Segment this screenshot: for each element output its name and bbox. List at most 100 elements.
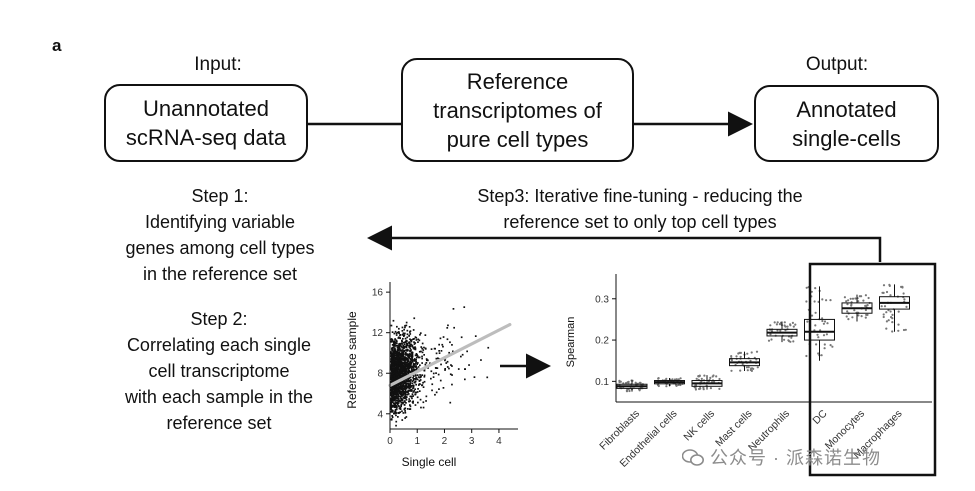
scatter-point	[407, 382, 410, 385]
scatter-point	[419, 374, 421, 376]
scatter-point	[422, 349, 425, 351]
boxplot-jitter-point	[790, 336, 793, 339]
scatter-point	[390, 407, 392, 410]
scatter-point	[409, 404, 411, 406]
scatter-point	[432, 376, 435, 378]
boxplot-jitter-point	[882, 313, 885, 316]
scatter-point	[410, 355, 413, 358]
scatter-point	[423, 346, 425, 349]
scatter-point	[401, 362, 404, 364]
boxplot-box	[654, 377, 685, 388]
scatter-point	[404, 366, 407, 369]
scatter-point	[396, 340, 398, 343]
scatter-point	[395, 361, 397, 364]
scatter-point	[404, 410, 406, 412]
scatter-point	[401, 390, 404, 393]
scatter-point	[403, 361, 406, 364]
scatter-point	[394, 376, 397, 379]
boxplot-jitter-point	[846, 310, 849, 313]
scatter-point	[395, 408, 398, 411]
scatter-point	[437, 373, 440, 376]
scatter-point	[400, 382, 402, 385]
scatter-point	[415, 337, 418, 339]
scatter-point	[413, 389, 415, 392]
boxplot-boxes	[616, 283, 910, 393]
scatter-point	[396, 406, 398, 408]
scatter-point	[394, 374, 397, 377]
boxplot-jitter-point	[902, 328, 906, 332]
scatter-point	[431, 389, 433, 392]
scatter-point	[414, 404, 417, 406]
scatter-point	[401, 367, 404, 370]
scatter-point	[394, 399, 396, 402]
scatter-point	[401, 395, 403, 397]
scatter-point	[474, 335, 477, 337]
boxplot-jitter-point	[887, 319, 890, 322]
scatter-point	[399, 357, 401, 360]
scatter-point	[404, 363, 406, 365]
scatter-point	[397, 404, 400, 407]
boxplot-jitter-point	[805, 354, 808, 358]
boxplot-jitter-point	[817, 352, 820, 355]
scatter-point	[421, 374, 423, 376]
scatter-point	[413, 358, 416, 360]
output-box: Annotated single-cells	[754, 85, 939, 162]
boxplot-jitter-point	[897, 323, 900, 326]
boxplot-jitter-point	[826, 322, 829, 325]
scatter-point	[402, 412, 405, 414]
scatter-point	[396, 359, 399, 362]
scatter-point	[411, 366, 413, 368]
scatter-point	[397, 374, 400, 377]
boxplot-jitter-point	[857, 314, 860, 317]
scatter-point	[393, 356, 395, 359]
scatter-point	[404, 395, 406, 397]
scatter-point	[401, 353, 404, 355]
scatter-point	[396, 401, 399, 404]
scatter-point	[423, 354, 425, 356]
scatter-point	[402, 332, 405, 335]
scatter-point	[398, 360, 400, 363]
scatter-point	[404, 381, 407, 383]
scatter-point	[392, 363, 395, 366]
scatter-point	[408, 365, 410, 368]
scatter-point	[400, 353, 402, 355]
scatter-point	[409, 353, 412, 356]
boxplot-box	[616, 379, 648, 393]
scatter-point	[401, 374, 403, 377]
scatter-point	[409, 366, 412, 368]
scatter-point	[396, 389, 399, 392]
boxplot-jitter-point	[864, 316, 867, 319]
scatter-point	[398, 362, 400, 365]
scatter-point	[403, 359, 405, 362]
scatter-point	[399, 360, 401, 363]
scatter-point	[394, 396, 396, 398]
scatter-point	[398, 345, 400, 348]
scatter-point	[402, 396, 405, 399]
scatter-point	[405, 379, 408, 381]
scatter-point	[393, 370, 396, 372]
scatter-point	[396, 342, 398, 345]
scatter-point	[398, 399, 401, 402]
scatter-point	[446, 366, 449, 368]
boxplot-jitter-point	[889, 310, 892, 313]
boxplot-jitter-point	[866, 304, 869, 307]
scatter-point	[404, 387, 407, 390]
scatter-point	[391, 355, 394, 358]
scatter-point	[416, 396, 419, 399]
scatter-xlabel: Single cell	[402, 455, 457, 469]
scatter-point	[399, 354, 402, 357]
scatter-point	[393, 386, 395, 388]
scatter-point	[390, 418, 393, 420]
scatter-point	[412, 387, 414, 390]
boxplot-jitter-point	[735, 355, 738, 358]
scatter-point	[394, 330, 397, 333]
scatter-point	[410, 363, 413, 365]
scatter-point	[400, 359, 402, 362]
boxplot-jitter-point	[745, 366, 749, 369]
scatter-point	[393, 392, 396, 394]
scatter-point	[405, 416, 408, 418]
boxplot-jitter-point	[665, 385, 668, 388]
scatter-point	[413, 369, 416, 371]
scatter-point	[403, 356, 406, 358]
scatter-point	[412, 376, 414, 379]
